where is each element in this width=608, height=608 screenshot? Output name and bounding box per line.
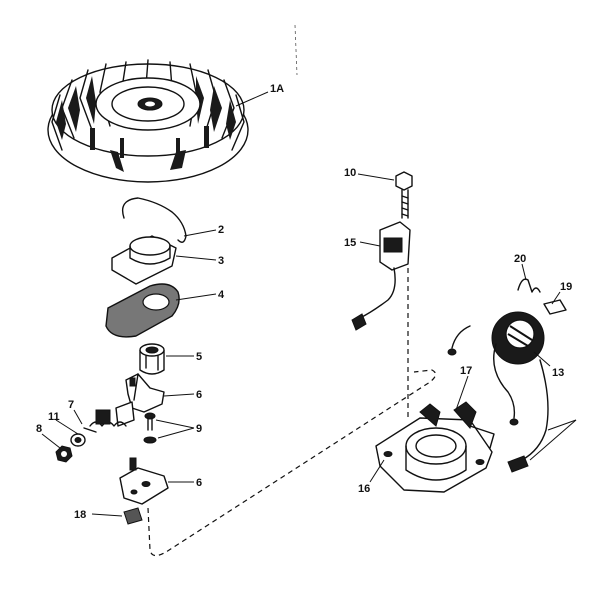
ignition-coil-part: [447, 311, 549, 473]
spring-assembly-part: [83, 409, 127, 433]
callout-6-lower: 6: [196, 477, 202, 489]
flywheel-part: [47, 59, 249, 183]
wire-clip-part: [517, 278, 541, 293]
washer-part: [70, 433, 86, 447]
callout-6-upper: 6: [196, 389, 202, 401]
nut-part: [55, 445, 73, 463]
terminal-tab-part: [543, 299, 567, 315]
callout-16: 16: [358, 483, 370, 495]
callout-11: 11: [48, 411, 60, 423]
bracket-lower-part: [119, 457, 169, 505]
ground-wire-path: [147, 369, 437, 557]
gasket-plate-part: [105, 283, 180, 338]
callout-20: 20: [514, 253, 526, 265]
fold-line: [294, 24, 298, 76]
callout-15: 15: [344, 237, 356, 249]
callout-10: 10: [344, 167, 356, 179]
leader-lines: [41, 91, 577, 517]
screw-part: [143, 412, 157, 444]
callout-9: 9: [196, 423, 202, 435]
spring-clip-part: [121, 197, 187, 243]
callout-19: 19: [560, 281, 572, 293]
flywheel-key-part: [111, 235, 177, 285]
callout-17: 17: [460, 365, 472, 377]
bracket-upper-part: [115, 373, 165, 427]
callout-2: 2: [218, 224, 224, 236]
callout-18: 18: [74, 509, 86, 521]
callout-1a: 1A: [270, 83, 284, 95]
callout-3: 3: [218, 255, 224, 267]
magneto-base-part: [375, 401, 495, 493]
callout-13: 13: [552, 367, 564, 379]
callout-8: 8: [36, 423, 42, 435]
callout-7: 7: [68, 399, 74, 411]
spark-plug-boot-part: [351, 221, 411, 331]
pad-part: [123, 507, 143, 525]
callout-4: 4: [218, 289, 225, 301]
callout-5: 5: [196, 351, 202, 363]
bushing-part: [139, 343, 165, 375]
bolt-part: [395, 171, 413, 219]
